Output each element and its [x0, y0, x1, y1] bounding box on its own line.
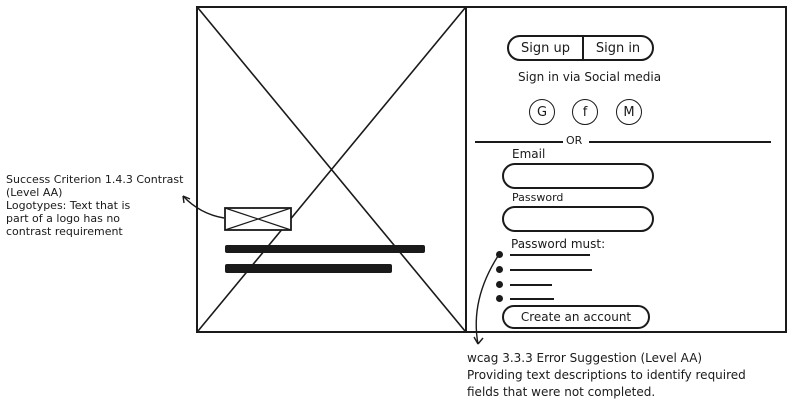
note-line: part of a logo has no	[6, 212, 121, 225]
password-rules-heading: Password must:	[511, 237, 606, 251]
rule-bullet	[496, 266, 503, 273]
note-line: wcag 3.3.3 Error Suggestion (Level AA)	[467, 351, 703, 365]
note-line: Success Criterion 1.4.3 Contrast	[6, 173, 184, 186]
create-account-button[interactable]: Create an account	[502, 305, 650, 329]
tab-separator	[582, 37, 584, 59]
wireframe-frame	[196, 6, 787, 333]
email-label: Email	[512, 147, 546, 161]
note-line: contrast requirement	[6, 225, 123, 238]
logo-placeholder	[224, 207, 292, 231]
note-line: Logotypes: Text that is	[6, 199, 131, 212]
rule-line	[510, 254, 590, 256]
mail-signin-button[interactable]: M	[616, 99, 642, 125]
image-placeholder	[198, 8, 465, 331]
headline-bar	[225, 245, 425, 253]
error-suggestion-note: wcag 3.3.3 Error Suggestion (Level AA) P…	[467, 350, 746, 401]
tab-sign-in[interactable]: Sign in	[595, 40, 641, 56]
rule-bullet	[496, 251, 503, 258]
tab-sign-up[interactable]: Sign up	[521, 40, 570, 56]
mail-icon: M	[623, 104, 635, 120]
rule-line	[510, 298, 554, 300]
google-icon: G	[536, 104, 548, 120]
password-field[interactable]	[502, 206, 654, 232]
password-label: Password	[512, 191, 564, 204]
or-line-right	[589, 141, 771, 143]
social-heading: Sign in via Social media	[518, 70, 662, 84]
note-line: (Level AA)	[6, 186, 63, 199]
note-line: fields that were not completed.	[467, 385, 656, 399]
rule-line	[510, 284, 552, 286]
rule-bullet	[496, 295, 503, 302]
note-line: Providing text descriptions to identify …	[467, 368, 746, 382]
or-line-left	[475, 141, 563, 143]
subheadline-bar	[225, 264, 392, 273]
panel-divider	[465, 6, 467, 333]
auth-tab-switch: Sign up Sign in	[507, 35, 654, 61]
rule-line	[510, 269, 592, 271]
email-field[interactable]	[502, 163, 654, 189]
facebook-icon: f	[582, 104, 588, 120]
facebook-signin-button[interactable]: f	[572, 99, 598, 125]
rule-bullet	[496, 281, 503, 288]
or-divider-label: OR	[566, 134, 583, 147]
logo-contrast-note: Success Criterion 1.4.3 Contrast (Level …	[6, 173, 183, 238]
google-signin-button[interactable]: G	[529, 99, 555, 125]
